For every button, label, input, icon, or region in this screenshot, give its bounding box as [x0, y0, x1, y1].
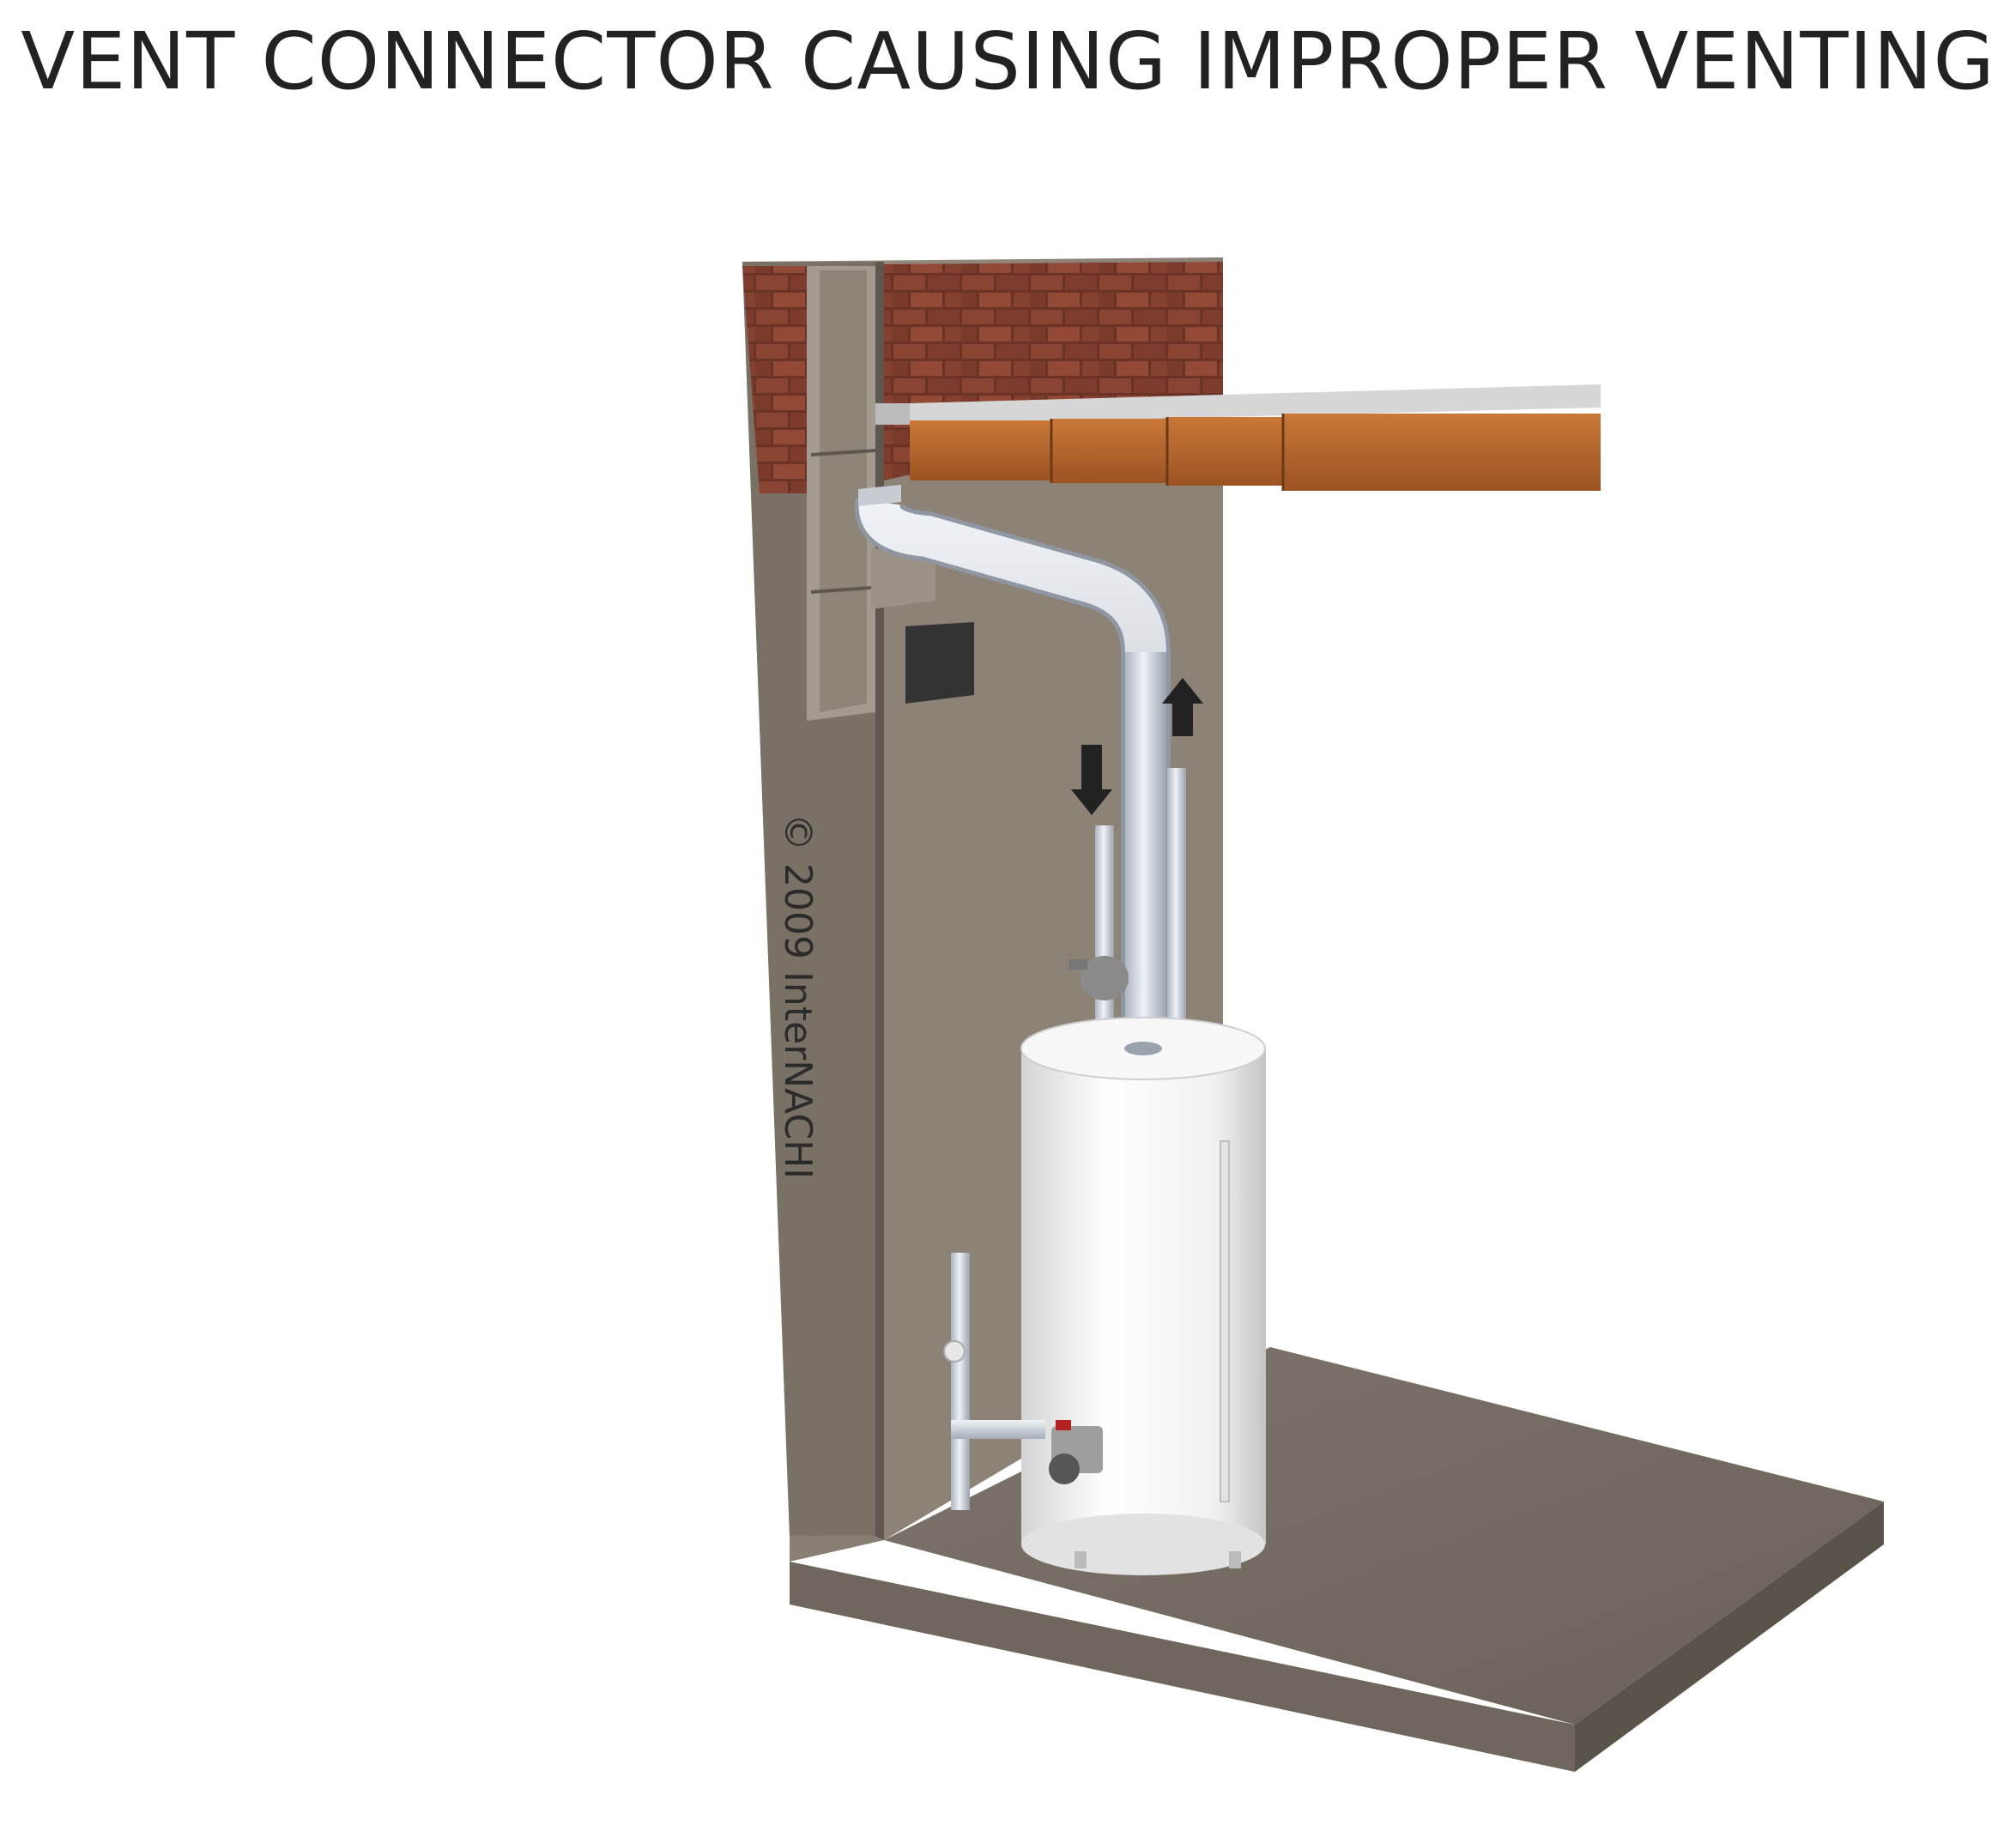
water-heater-tank — [1020, 1017, 1266, 1575]
control-knob-icon — [1049, 1453, 1080, 1484]
shutoff-valve — [1081, 956, 1129, 1000]
arrow-up-icon — [1162, 678, 1203, 736]
copyright-notice: © 2009 InterNACHI — [776, 813, 820, 1180]
gas-supply — [943, 1253, 1103, 1510]
chimney-flue — [807, 266, 974, 721]
arrow-down-icon — [1071, 745, 1112, 815]
vent-connector-pipe — [854, 485, 1171, 1042]
relief-discharge-pipe — [1220, 1140, 1230, 1502]
water-supply-pipes — [1069, 768, 1186, 1064]
floor-joists — [875, 384, 1601, 491]
diagram-title: VENT CONNECTOR CAUSING IMPROPER VENTING — [21, 15, 1995, 107]
cleanout-door — [905, 622, 974, 704]
